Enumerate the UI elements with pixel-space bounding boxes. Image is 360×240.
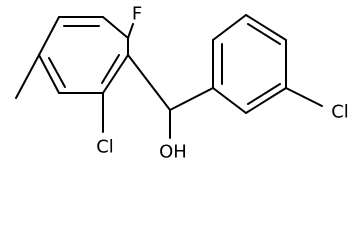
double-bond-a6-a1-inner xyxy=(101,54,120,84)
hydroxyl-label: OH xyxy=(159,142,187,163)
double-bond-b3-b4-inner xyxy=(247,23,281,45)
structure-diagram: F Cl OH Cl xyxy=(15,4,349,163)
bond-a4-a5 xyxy=(38,54,60,94)
bond-center-to-ringb xyxy=(169,87,214,111)
bond-a6-a1 xyxy=(102,54,129,94)
chlorine-label-ring-b: Cl xyxy=(331,102,349,123)
bond-b3-b4 xyxy=(245,14,287,41)
bond-a3-a4 xyxy=(38,16,60,56)
double-bond-b5-b6-inner xyxy=(247,83,281,105)
bond-b2-b3 xyxy=(212,14,247,41)
ring-b xyxy=(212,14,287,114)
bond-ringa-to-center xyxy=(127,54,171,111)
ring-a xyxy=(38,16,129,94)
double-bond-a4-a5-inner xyxy=(48,57,66,88)
bond-to-chlorine-b xyxy=(285,87,323,107)
bond-b5-b6 xyxy=(245,87,287,114)
bond-a1-a2 xyxy=(102,16,129,39)
bond-to-methyl xyxy=(15,54,40,99)
bond-b6-b1 xyxy=(212,87,247,114)
chlorine-label-ring-a: Cl xyxy=(96,137,114,158)
fluorine-label: F xyxy=(132,4,142,25)
bond-to-fluorine xyxy=(127,23,134,39)
